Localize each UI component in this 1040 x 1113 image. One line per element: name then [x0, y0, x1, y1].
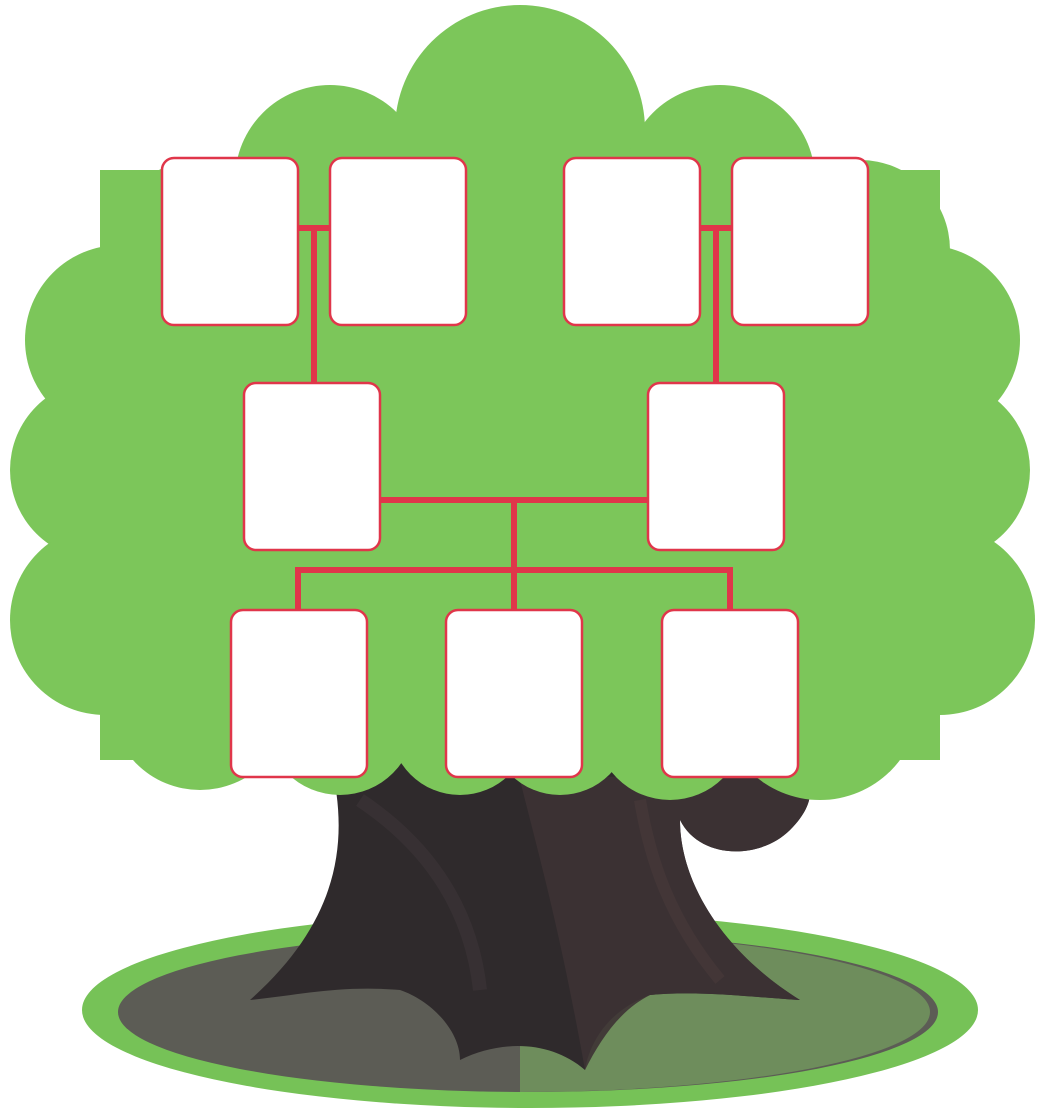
card-grandparent-4[interactable] — [732, 158, 868, 325]
card-child-3[interactable] — [662, 610, 798, 777]
card-parent-1[interactable] — [244, 383, 380, 550]
card-child-1[interactable] — [231, 610, 367, 777]
card-grandparent-1[interactable] — [162, 158, 298, 325]
card-grandparent-2[interactable] — [330, 158, 466, 325]
card-parent-2[interactable] — [648, 383, 784, 550]
card-grandparent-3[interactable] — [564, 158, 700, 325]
card-child-2[interactable] — [446, 610, 582, 777]
